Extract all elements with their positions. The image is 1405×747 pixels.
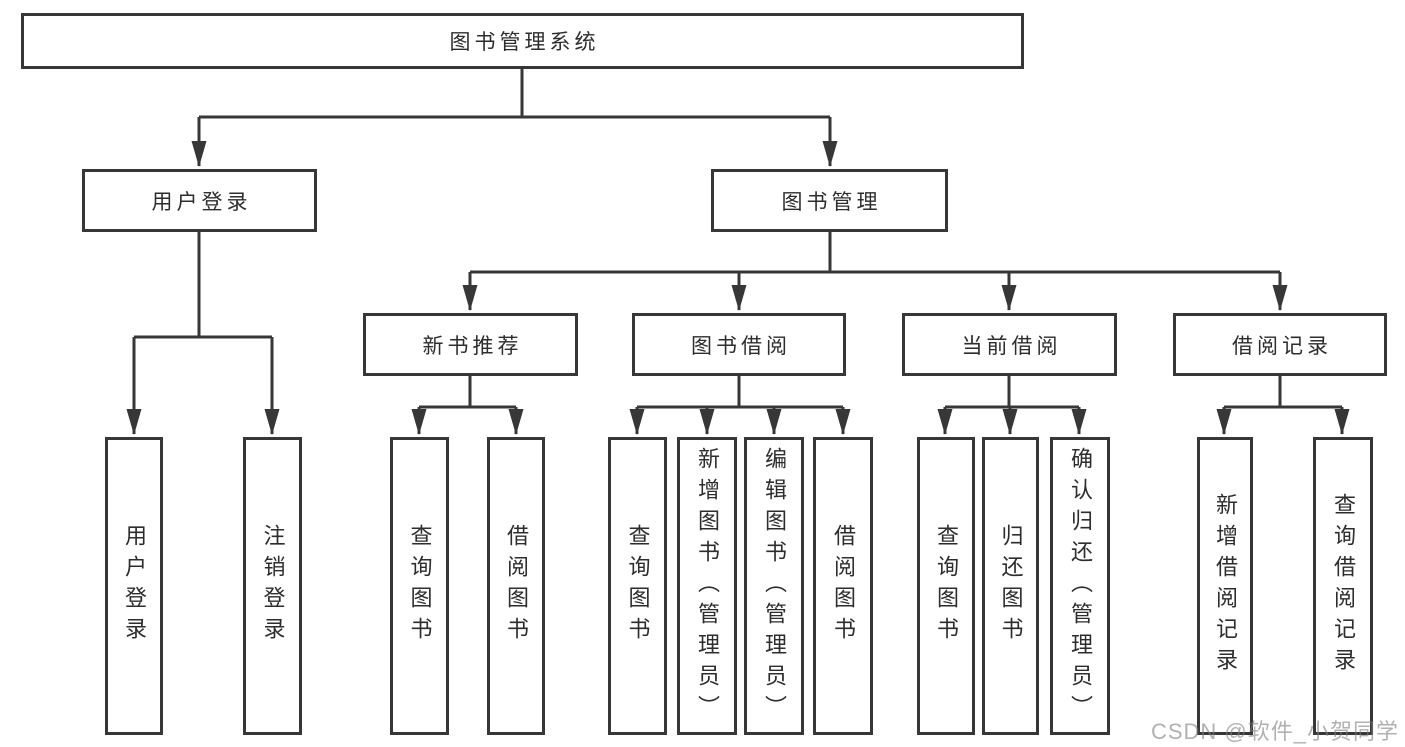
leaf-br-add-record: 新增借阅记录 [1197,437,1253,735]
node-user-login: 用户登录 [82,169,317,232]
leaf-nb-borrow-books-label: 借阅图书 [504,524,529,648]
leaf-user-login-label: 用户登录 [122,524,147,648]
leaf-logout-label: 注销登录 [260,524,286,648]
leaf-bb-borrow-books: 借阅图书 [813,437,873,735]
node-book-borrow: 图书借阅 [632,313,846,376]
edge-current-borrow-rail [945,376,1079,409]
leaf-bb-query-books-label: 查询图书 [625,524,651,648]
edge-root-rail [199,69,830,119]
leaf-bb-edit-books: 编辑图书（管理员） [744,437,804,735]
leaf-br-query-record: 查询借阅记录 [1313,437,1373,735]
node-borrow-records: 借阅记录 [1173,313,1387,376]
node-book-mgmt: 图书管理 [711,169,948,232]
edge-book-mgmt-rail [470,232,1280,274]
leaf-cb-query-books-label: 查询图书 [934,524,959,648]
edge-borrow-records-rail [1224,376,1342,409]
leaf-br-query-record-label: 查询借阅记录 [1331,493,1356,679]
node-new-book-rec: 新书推荐 [363,313,578,376]
node-root-label: 图书管理系统 [449,31,600,54]
edge-user-login-rail [134,232,272,339]
node-borrow-records-label: 借阅记录 [1232,334,1332,358]
node-root: 图书管理系统 [21,13,1024,69]
leaf-cb-return-books-label: 归还图书 [998,524,1024,648]
node-book-mgmt-label: 图书管理 [781,190,882,214]
node-new-book-rec-label: 新书推荐 [422,334,523,358]
node-book-borrow-label: 图书借阅 [691,334,791,358]
leaf-cb-return-books: 归还图书 [982,437,1039,735]
leaf-bb-borrow-books-label: 借阅图书 [831,524,856,648]
watermark: CSDN @软件_小贺同学 [1150,719,1399,744]
leaf-nb-borrow-books: 借阅图书 [487,437,545,735]
leaf-bb-query-books: 查询图书 [608,437,667,735]
leaf-nb-query-books: 查询图书 [390,437,449,735]
leaf-cb-confirm-return-label: 确认归还（管理员） [1068,446,1093,726]
leaf-user-login: 用户登录 [105,437,163,735]
leaf-bb-add-books-label: 新增图书（管理员） [695,446,720,726]
leaf-bb-edit-books-label: 编辑图书（管理员） [762,446,787,726]
node-current-borrow-label: 当前借阅 [961,334,1062,358]
edge-book-borrow-rail [637,376,843,409]
node-current-borrow: 当前借阅 [902,313,1117,376]
leaf-logout: 注销登录 [243,437,302,735]
edge-new-book-rail [419,376,516,409]
node-user-login-label: 用户登录 [151,190,252,214]
leaf-bb-add-books: 新增图书（管理员） [677,437,737,735]
leaf-cb-query-books: 查询图书 [917,437,975,735]
leaf-br-add-record-label: 新增借阅记录 [1213,493,1238,679]
leaf-cb-confirm-return: 确认归还（管理员） [1050,437,1110,735]
leaf-nb-query-books-label: 查询图书 [407,524,433,648]
